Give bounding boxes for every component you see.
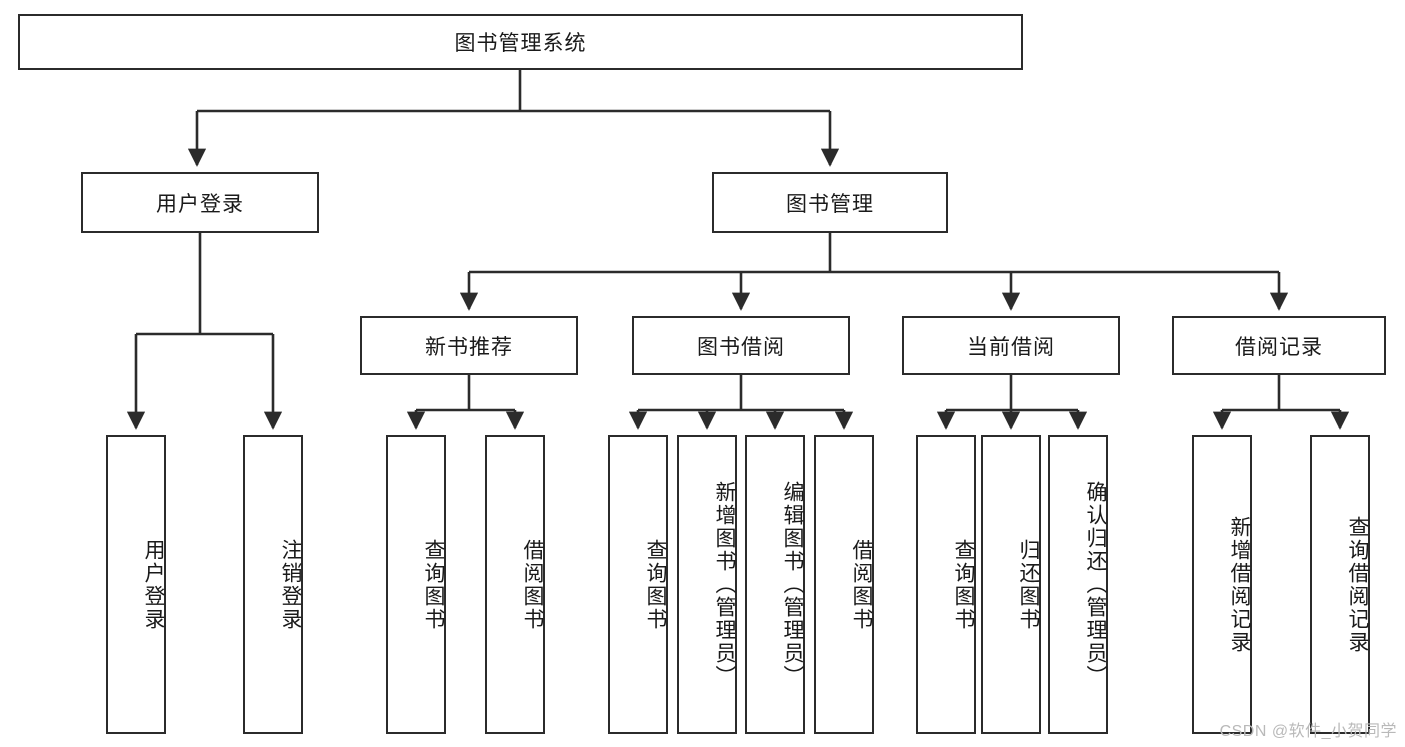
leaf-add-borrow-record[interactable]: 新增借阅记录 (1192, 435, 1252, 734)
leaf-return-book[interactable]: 归还图书 (981, 435, 1041, 734)
leaf-logout-label: 注销登录 (279, 538, 302, 631)
leaf-borrow-query-book[interactable]: 查询图书 (608, 435, 668, 734)
node-borrow-record-label: 借阅记录 (1235, 335, 1323, 359)
node-book-borrow-label: 图书借阅 (697, 335, 785, 359)
node-user-login[interactable]: 用户登录 (81, 172, 319, 233)
leaf-query-borrow-record[interactable]: 查询借阅记录 (1310, 435, 1370, 734)
leaf-add-borrow-record-label: 新增借阅记录 (1228, 515, 1251, 654)
leaf-user-login[interactable]: 用户登录 (106, 435, 166, 734)
leaf-confirm-return-admin[interactable]: 确认归还（管理员） (1048, 435, 1108, 734)
leaf-newbook-query-book[interactable]: 查询图书 (386, 435, 446, 734)
leaf-user-login-label: 用户登录 (142, 538, 165, 631)
leaf-current-query-book[interactable]: 查询图书 (916, 435, 976, 734)
node-book-management-label: 图书管理 (786, 192, 874, 216)
leaf-return-book-label: 归还图书 (1017, 538, 1040, 631)
leaf-borrow-book-label: 借阅图书 (850, 538, 873, 631)
node-current-borrow-label: 当前借阅 (967, 335, 1055, 359)
node-current-borrow[interactable]: 当前借阅 (902, 316, 1120, 375)
leaf-borrow-book[interactable]: 借阅图书 (814, 435, 874, 734)
leaf-newbook-borrow-book-label: 借阅图书 (521, 538, 544, 631)
leaf-confirm-return-admin-label: 确认归还（管理员） (1084, 481, 1107, 688)
node-user-login-label: 用户登录 (156, 192, 244, 216)
node-root[interactable]: 图书管理系统 (18, 14, 1023, 70)
leaf-current-query-book-label: 查询图书 (952, 538, 975, 631)
node-root-label: 图书管理系统 (454, 32, 587, 55)
leaf-query-borrow-record-label: 查询借阅记录 (1346, 515, 1369, 654)
leaf-add-book-admin[interactable]: 新增图书（管理员） (677, 435, 737, 734)
leaf-newbook-query-book-label: 查询图书 (422, 538, 445, 631)
leaf-logout[interactable]: 注销登录 (243, 435, 303, 734)
node-new-book-recommend-label: 新书推荐 (425, 335, 513, 359)
csdn-watermark: CSDN @软件_小贺同学 (1219, 723, 1397, 740)
node-book-management[interactable]: 图书管理 (712, 172, 948, 233)
node-book-borrow[interactable]: 图书借阅 (632, 316, 850, 375)
node-borrow-record[interactable]: 借阅记录 (1172, 316, 1386, 375)
leaf-borrow-query-book-label: 查询图书 (644, 538, 667, 631)
leaf-add-book-admin-label: 新增图书（管理员） (713, 481, 736, 688)
leaf-edit-book-admin[interactable]: 编辑图书（管理员） (745, 435, 805, 734)
leaf-edit-book-admin-label: 编辑图书（管理员） (781, 481, 804, 688)
node-new-book-recommend[interactable]: 新书推荐 (360, 316, 578, 375)
leaf-newbook-borrow-book[interactable]: 借阅图书 (485, 435, 545, 734)
